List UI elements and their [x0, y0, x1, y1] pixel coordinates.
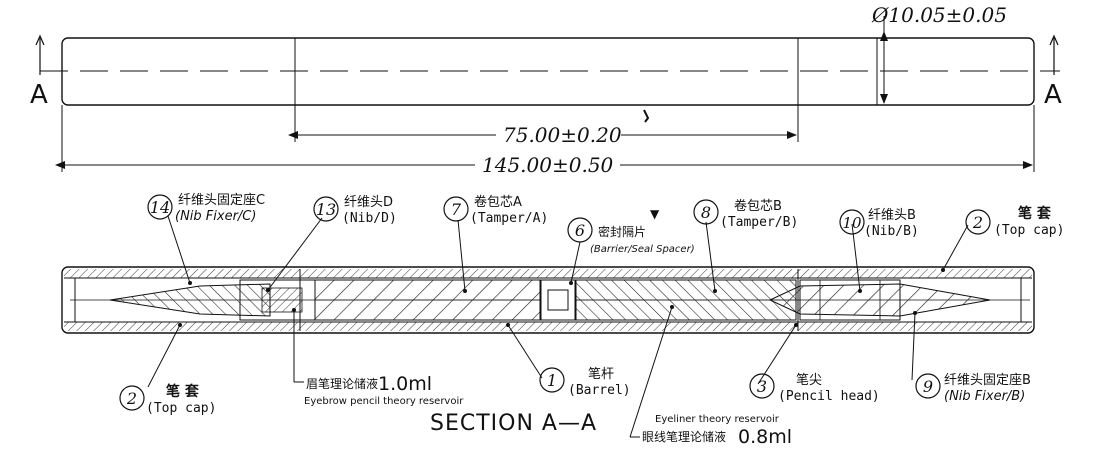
callout-number: 8	[701, 203, 711, 222]
nib-fixer-b-shape	[799, 279, 901, 321]
callout-circle	[839, 209, 865, 235]
callout-cn: 纤维头B	[868, 208, 916, 223]
callout-circle	[313, 196, 339, 222]
callout-en: (Top cap)	[146, 401, 216, 416]
callout-en: (Top cap)	[994, 223, 1064, 238]
nib-d-shape	[109, 283, 271, 317]
callout-number: 10	[842, 214, 862, 232]
section-marker-left-arrow	[35, 34, 45, 46]
callout-number: 13	[316, 200, 336, 219]
callout-en: (Tamper/B)	[720, 215, 798, 230]
callout-circle	[147, 194, 173, 220]
callout-en: (Barrel)	[568, 383, 631, 398]
reservoir-en: Eyeliner theory reservoir	[655, 414, 780, 425]
top-view: A A Ø10.05±0.05 75.00±0.20 145.00±0.50	[30, 3, 1062, 177]
callout-en: (Nib/D)	[342, 211, 397, 226]
diameter-label: Ø10.05±0.05	[871, 3, 1007, 27]
callout-7: 7 卷包芯A (Tamper/A)	[443, 194, 548, 226]
callout-cn: 纤维头固定座C	[178, 193, 265, 208]
callout-8: 8 卷包芯B (Tamper/B)	[693, 198, 798, 230]
callout-number: 6	[575, 221, 585, 240]
callout-en: (Tamper/A)	[470, 211, 548, 226]
dim-145-label: 145.00±0.50	[482, 153, 614, 177]
section-title: SECTION A—A	[430, 411, 597, 436]
callout-number: 7	[451, 200, 462, 219]
callout-en: (Nib Fixer/C)	[175, 209, 256, 224]
callout-en: (Pencil head)	[778, 389, 880, 404]
callout-number: 9	[923, 377, 933, 396]
callout-circle	[443, 196, 469, 222]
reservoir-eyeliner: Eyeliner theory reservoir 眼线笔理论储液 0.8ml	[642, 414, 792, 448]
callout-2-left: 2 笔 套 (Top cap)	[119, 383, 216, 416]
section-view: ▼	[61, 207, 1035, 438]
callout-cn: 密封隔片	[598, 224, 646, 239]
callout-cn: 笔杆	[588, 366, 614, 382]
callout-en: (Nib/B)	[864, 224, 919, 239]
callout-circle	[749, 373, 775, 399]
section-letter-right: A	[1044, 80, 1062, 110]
callout-circle	[965, 209, 991, 235]
reservoir-en: Eyebrow pencil theory reservoir	[304, 396, 464, 407]
callout-circle	[567, 217, 593, 243]
callout-number: 2	[126, 389, 137, 408]
callout-cn: 卷包芯A	[474, 194, 522, 210]
callout-number: 2	[972, 213, 983, 232]
section-marker-right-arrow	[1049, 34, 1059, 46]
callout-circle	[693, 199, 719, 225]
reservoir-cn: 眉笔理论储液	[306, 376, 378, 391]
reservoir-eyebrow: 眉笔理论储液 1.0ml Eyebrow pencil theory reser…	[304, 373, 464, 407]
callout-cn: 卷包芯B	[734, 198, 782, 214]
callout-cn: 笔尖	[796, 372, 822, 388]
callout-cn: 纤维头D	[344, 195, 393, 210]
callout-number: 14	[150, 198, 170, 217]
callout-13: 13 纤维头D (Nib/D)	[313, 195, 397, 226]
callout-circle	[119, 385, 145, 411]
callout-number: 1	[547, 371, 557, 390]
callout-circle	[539, 367, 565, 393]
section-letter-left: A	[30, 80, 48, 110]
callout-14: 14 纤维头固定座C (Nib Fixer/C)	[147, 193, 265, 224]
reservoir-value: 0.8ml	[738, 426, 792, 448]
callout-6: 6 密封隔片 (Barrier/Seal Spacer)	[567, 217, 695, 255]
barrel-outer	[61, 266, 1035, 334]
callout-cn: 笔 套	[166, 383, 199, 400]
callout-number: 3	[757, 377, 767, 396]
reservoir-value: 1.0ml	[378, 373, 432, 395]
callout-cn: 笔 套	[1018, 205, 1051, 222]
reservoir-cn: 眼线笔理论储液	[642, 429, 726, 444]
callout-circle	[915, 373, 941, 399]
callout-1: 1 笔杆 (Barrel)	[539, 366, 631, 398]
dim-75-label: 75.00±0.20	[503, 123, 622, 147]
callout-en: (Barrier/Seal Spacer)	[590, 244, 695, 255]
callout-9: 9 纤维头固定座B (Nib Fixer/B)	[915, 373, 1031, 404]
svg-text:▼: ▼	[650, 207, 660, 221]
callout-en: (Nib Fixer/B)	[944, 389, 1025, 404]
callout-3: 3 笔尖 (Pencil head)	[749, 372, 880, 404]
callout-2-right: 2 笔 套 (Top cap)	[965, 205, 1064, 238]
callout-10: 10 纤维头B (Nib/B)	[839, 208, 919, 239]
callout-cn: 纤维头固定座B	[944, 373, 1031, 388]
